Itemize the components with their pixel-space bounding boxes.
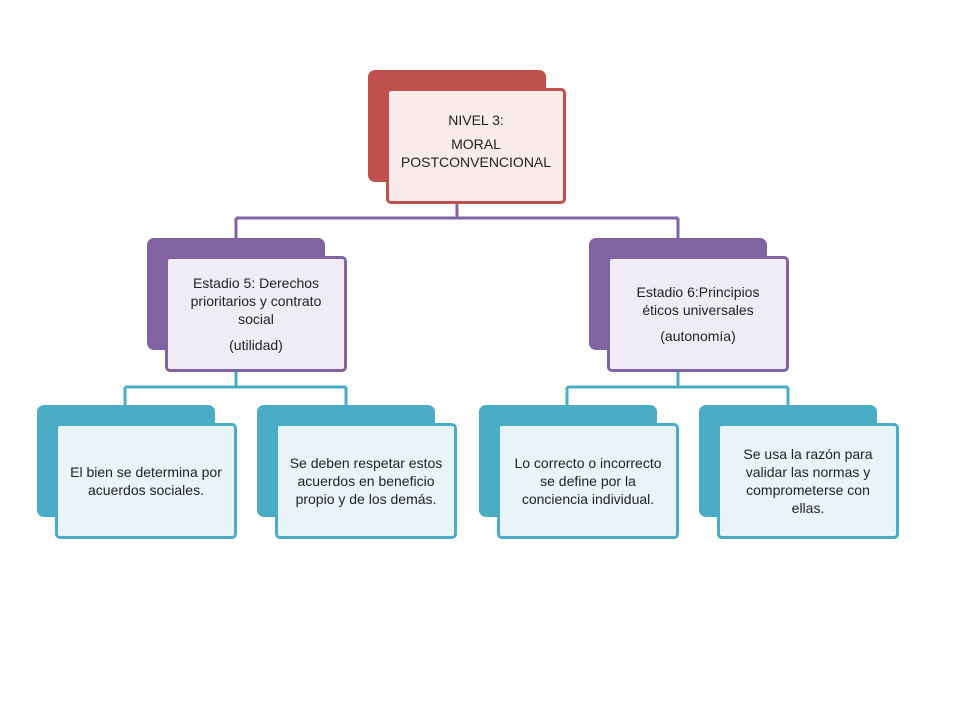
stage6-node-box: Estadio 6:Principios éticos universales …	[607, 256, 789, 372]
leaf-box: Se usa la razón para validar las normas …	[717, 423, 899, 539]
stage6-subtitle: (autonomía)	[660, 328, 736, 344]
stage5-node-box: Estadio 5: Derechos prioritarios y contr…	[165, 256, 347, 372]
leaf-text: Lo correcto o incorrecto se define por l…	[514, 455, 662, 507]
leaf-text: Se deben respetar estos acuerdos en bene…	[289, 455, 443, 507]
stage5-connector	[123, 370, 348, 405]
leaf-box: Se deben respetar estos acuerdos en bene…	[275, 423, 457, 539]
root-connector	[234, 202, 680, 238]
leaf-text: Se usa la razón para validar las normas …	[743, 446, 873, 516]
level3-label: NIVEL 3:	[448, 112, 504, 128]
level3-title: MORAL POSTCONVENCIONAL	[400, 136, 552, 170]
stage6-connector	[565, 370, 790, 405]
leaf-box: Lo correcto o incorrecto se define por l…	[497, 423, 679, 539]
stage6-title: Estadio 6:Principios éticos universales	[636, 284, 760, 318]
stage5-title: Estadio 5: Derechos prioritarios y contr…	[190, 275, 322, 327]
stage5-subtitle: (utilidad)	[229, 337, 283, 353]
leaf-text: El bien se determina por acuerdos social…	[70, 464, 222, 498]
level3-node-box: NIVEL 3: MORAL POSTCONVENCIONAL	[386, 88, 566, 204]
leaf-box: El bien se determina por acuerdos social…	[55, 423, 237, 539]
